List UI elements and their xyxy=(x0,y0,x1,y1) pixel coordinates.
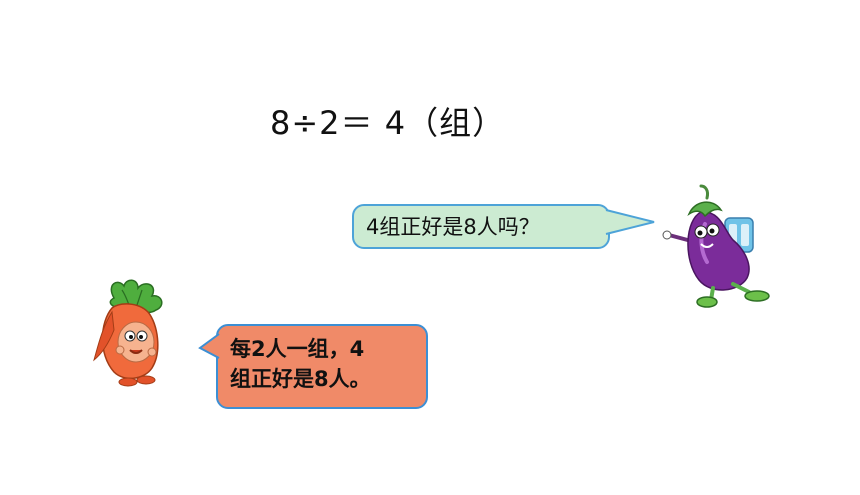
carrot-speech-line-1: 每2人一组，4 xyxy=(230,337,365,361)
carrot-bubble-tail xyxy=(198,333,220,359)
eggplant-character xyxy=(662,184,770,308)
carrot-speech-line-2: 组正好是8人。 xyxy=(230,367,371,392)
eggplant-speech-bubble: 4组正好是8人吗？ xyxy=(352,204,610,249)
carrot-speech-bubble: 每2人一组，4 组正好是8人。 xyxy=(216,324,428,409)
division-equation: 8÷2＝ 4（组） xyxy=(270,104,506,142)
eggplant-speech-text: 4组正好是8人吗？ xyxy=(366,215,540,239)
eggplant-bubble-tail xyxy=(605,209,655,235)
carrot-character xyxy=(93,279,163,387)
